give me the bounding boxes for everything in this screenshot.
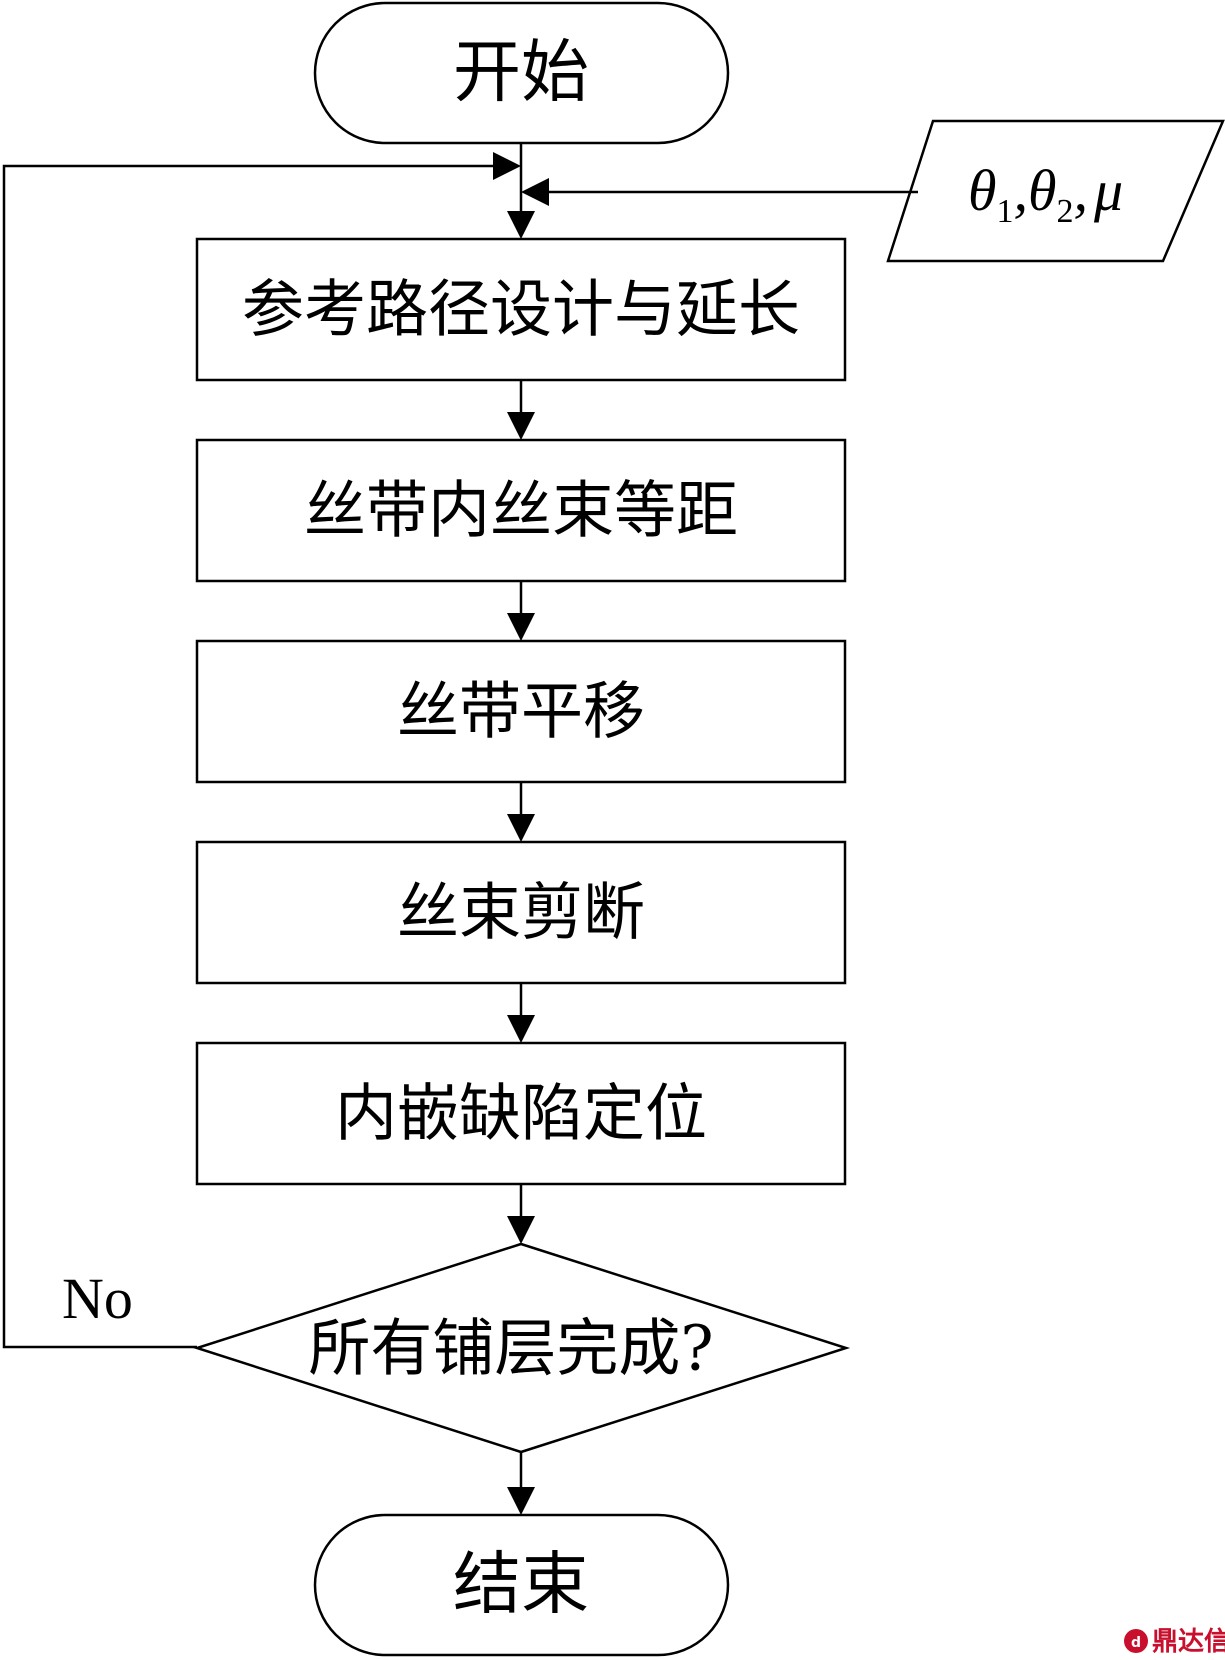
end-terminator	[313, 1513, 730, 1657]
step-5-label: 内嵌缺陷定位	[335, 1077, 707, 1150]
connector-step-5-to-decision-arrowhead	[507, 1216, 535, 1244]
theta-2-subscript: 2	[1057, 193, 1074, 230]
step-1-box	[195, 237, 847, 382]
input-arrowhead	[521, 178, 549, 206]
watermark-logo: d 鼎达信	[1124, 1627, 1225, 1657]
connector-decision-to-end-arrowhead	[507, 1487, 535, 1515]
step-5-box	[195, 1041, 847, 1186]
connector-step-3-to-4-arrowhead	[507, 814, 535, 842]
loop-back-arrowhead	[493, 152, 521, 180]
watermark-logo-icon	[1124, 1629, 1148, 1653]
connector-step-2-to-3-arrowhead	[507, 613, 535, 641]
watermark-logo-text: 鼎达信	[1152, 1627, 1225, 1657]
step-2-label: 丝带内丝束等距	[304, 474, 738, 547]
loop-no-label: No	[62, 1266, 133, 1331]
start-label: 开始	[453, 34, 589, 113]
loop-back-line	[2, 164, 505, 1349]
step-3-label: 丝带平移	[397, 675, 645, 748]
end-label: 结束	[453, 1546, 589, 1625]
step-1-entry-arrowhead	[507, 211, 535, 239]
input-parallelogram	[886, 119, 1225, 263]
decision-label: 所有铺层完成?	[308, 1312, 713, 1385]
connector-step-4-to-5-arrowhead	[507, 1015, 535, 1043]
step-1-label: 参考路径设计与延长	[242, 273, 800, 346]
connector-step-1-to-2-arrowhead	[507, 412, 535, 440]
input-params: θ1,θ2,μ	[968, 158, 1123, 230]
theta-1-subscript: 1	[997, 193, 1014, 230]
theta-1-symbol: θ	[968, 158, 997, 223]
separator-2: ,	[1074, 158, 1089, 223]
separator-1: ,	[1014, 158, 1029, 223]
step-3-box	[195, 639, 847, 784]
step-4-label: 丝束剪断	[397, 876, 645, 949]
watermark-logo-icon-mark: d	[1131, 1635, 1141, 1651]
mu-symbol: μ	[1093, 158, 1123, 223]
theta-2-symbol: θ	[1028, 158, 1057, 223]
step-2-box	[195, 438, 847, 583]
